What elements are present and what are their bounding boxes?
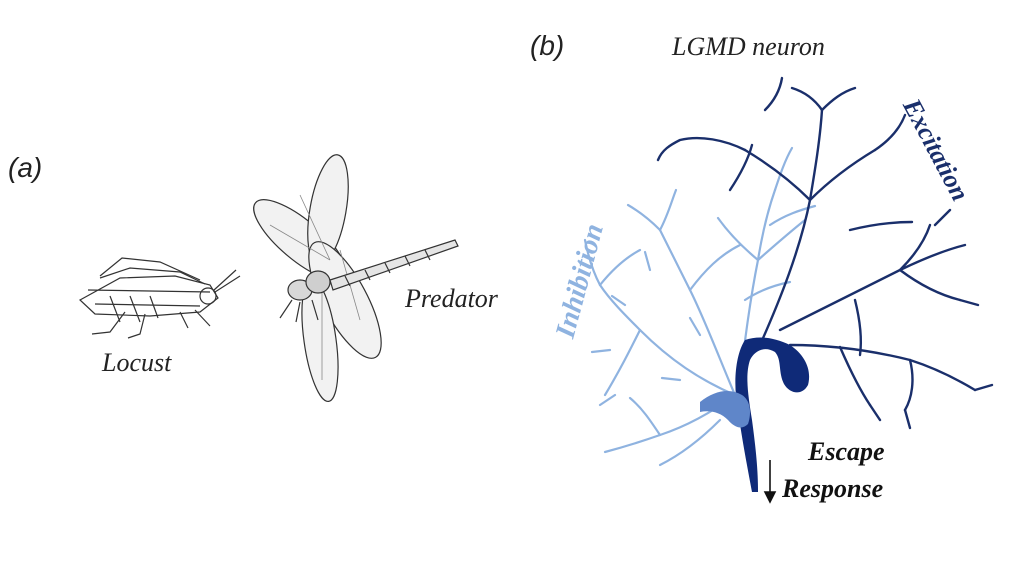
- lgmd-neuron-title: LGMD neuron: [672, 32, 825, 61]
- response-label: Response: [782, 474, 884, 503]
- predator-label: Predator: [405, 284, 498, 313]
- escape-arrow: [763, 460, 777, 504]
- excitation-dendrites: [656, 76, 994, 430]
- dragonfly-illustration: [253, 154, 459, 403]
- locust-label: Locust: [102, 348, 172, 377]
- lgmd-soma-axon: [700, 337, 810, 492]
- escape-label: Escape: [808, 437, 885, 466]
- panel-a-label: (a): [8, 152, 43, 183]
- panel-b-label: (b): [530, 30, 565, 61]
- locust-illustration: [78, 257, 241, 339]
- inhibition-dendrites: [583, 146, 817, 467]
